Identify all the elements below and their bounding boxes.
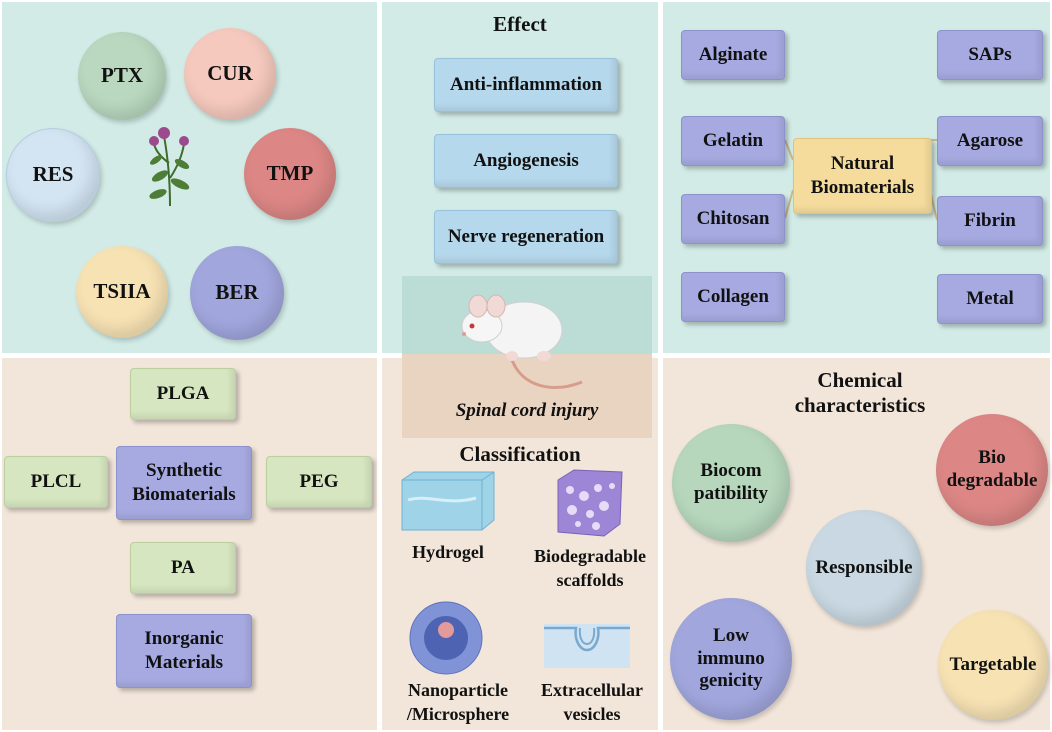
plga-label: PLGA <box>156 383 210 405</box>
effect-item-angiogenesis: Angiogenesis <box>434 134 618 188</box>
targetable-circle: Targetable <box>938 610 1048 720</box>
ptx-circle: PTX <box>78 32 166 120</box>
inorganic-materials-box: Inorganic Materials <box>116 614 252 688</box>
biocompatibility-circle: Biocom patibility <box>672 424 790 542</box>
synthetic-center-label: Synthetic Biomaterials <box>132 460 236 505</box>
targetable-label: Targetable <box>949 653 1037 675</box>
effect-title: Effect <box>493 12 547 36</box>
biodegradable-circle: Bio degradable <box>936 414 1048 526</box>
metal-label: Metal <box>966 288 1014 310</box>
pa-box: PA <box>130 542 236 594</box>
alginate-label: Alginate <box>698 44 768 66</box>
natural-center-label: Natural Biomaterials <box>810 153 915 198</box>
res-circle: RES <box>6 128 100 222</box>
responsible-label: Responsible <box>815 556 913 578</box>
saps-box: SAPs <box>937 30 1043 80</box>
ptx-label: PTX <box>101 63 143 88</box>
res-label: RES <box>32 162 74 187</box>
plga-box: PLGA <box>130 368 236 420</box>
tsiia-label: TSIIA <box>93 279 151 304</box>
plcl-box: PLCL <box>4 456 108 508</box>
fibrin-box: Fibrin <box>937 196 1043 246</box>
low-immunogenicity-label: Low immuno genicity <box>697 624 765 692</box>
injury-label: Spinal cord injury <box>455 400 599 421</box>
tsiia-circle: TSIIA <box>76 246 168 338</box>
effect-item-label: Nerve regeneration <box>447 226 605 248</box>
cur-circle: CUR <box>184 28 276 120</box>
hydrogel-label: Hydrogel <box>412 542 484 562</box>
biodegradable-label: Bio degradable <box>946 447 1038 491</box>
tmp-circle: TMP <box>244 128 336 220</box>
agarose-label: Agarose <box>956 130 1024 152</box>
effect-item-label: Anti-inflammation <box>450 74 602 96</box>
collagen-label: Collagen <box>697 286 769 308</box>
mouse-icon <box>461 294 583 389</box>
fibrin-label: Fibrin <box>964 210 1016 232</box>
chemical-title: Chemical characteristics <box>794 368 926 418</box>
injury-box-bottom <box>402 354 652 438</box>
saps-label: SAPs <box>968 44 1012 66</box>
hydrogel-icon <box>401 471 495 531</box>
ber-label: BER <box>215 280 259 305</box>
cur-label: CUR <box>207 61 253 86</box>
scaffolds-label: Biodegradable scaffolds <box>533 546 646 591</box>
biocompatibility-label: Biocom patibility <box>694 460 768 504</box>
synthetic-biomaterials-box: Synthetic Biomaterials <box>116 446 252 520</box>
gelatin-label: Gelatin <box>702 130 764 152</box>
inorganic-label: Inorganic Materials <box>144 628 224 673</box>
peg-box: PEG <box>266 456 372 508</box>
effect-item-nerve-regeneration: Nerve regeneration <box>434 210 618 264</box>
peg-label: PEG <box>299 471 339 493</box>
plcl-label: PLCL <box>30 471 82 493</box>
chitosan-box: Chitosan <box>681 194 785 244</box>
low-immunogenicity-circle: Low immuno genicity <box>670 598 792 720</box>
responsible-circle: Responsible <box>806 510 922 626</box>
effect-item-label: Angiogenesis <box>473 150 579 172</box>
vesicles-label: Extracellular vesicles <box>541 680 643 725</box>
collagen-box: Collagen <box>681 272 785 322</box>
pa-label: PA <box>171 557 195 579</box>
tmp-label: TMP <box>266 161 314 186</box>
scaffold-icon <box>557 469 623 537</box>
herb-plant-icon <box>149 127 190 207</box>
alginate-box: Alginate <box>681 30 785 80</box>
agarose-box: Agarose <box>937 116 1043 166</box>
natural-biomaterials-box: Natural Biomaterials <box>793 138 932 214</box>
metal-box: Metal <box>937 274 1043 324</box>
gelatin-box: Gelatin <box>681 116 785 166</box>
nanoparticle-icon <box>409 601 483 675</box>
ber-circle: BER <box>190 246 284 340</box>
classification-title: Classification <box>459 442 581 466</box>
vesicle-icon <box>544 624 630 668</box>
nanoparticle-label: Nanoparticle /Microsphere <box>406 680 510 725</box>
effect-item-anti-inflammation: Anti-inflammation <box>434 58 618 112</box>
chitosan-label: Chitosan <box>696 208 770 230</box>
